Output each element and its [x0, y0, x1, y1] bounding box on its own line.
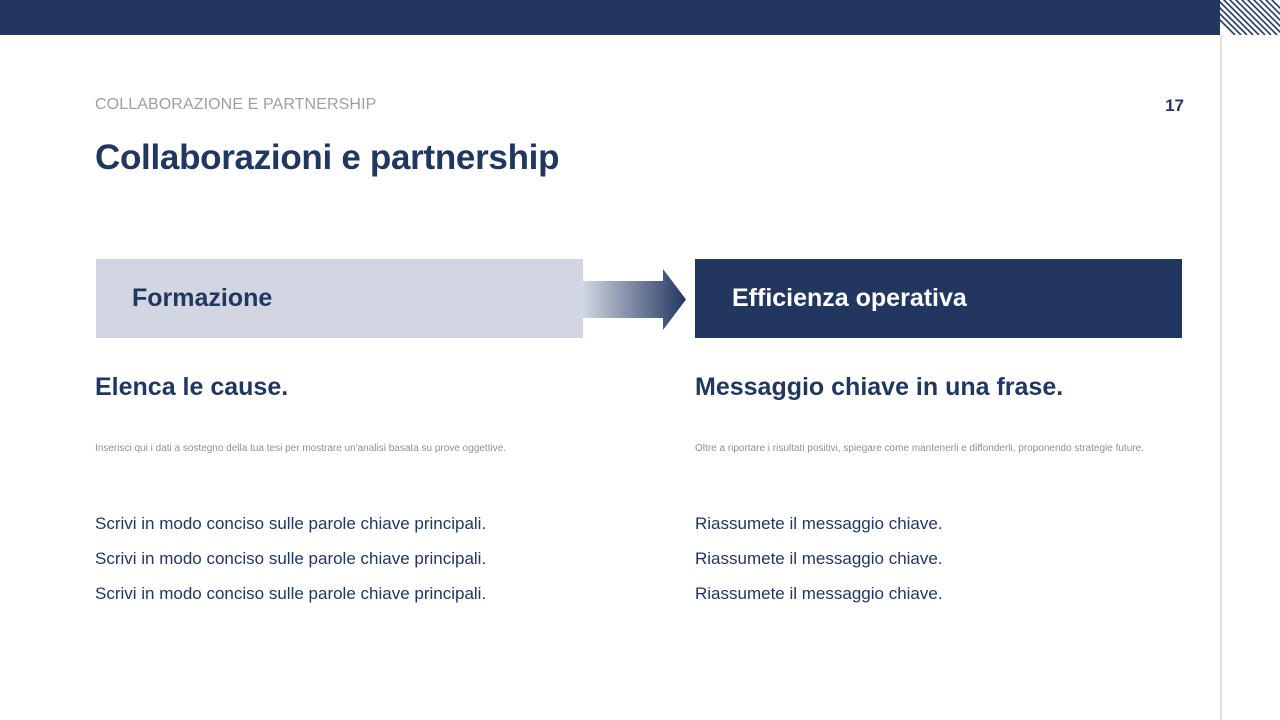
- gradient-arrow-icon: [583, 269, 686, 330]
- section-label: COLLABORAZIONE E PARTNERSHIP: [95, 96, 377, 113]
- result-box: Efficienza operativa: [695, 259, 1182, 338]
- left-heading: Elenca le cause.: [95, 373, 289, 401]
- right-item: Riassumete il messaggio chiave.: [695, 584, 943, 603]
- source-box-label: Formazione: [132, 284, 273, 312]
- top-banner: [0, 0, 1220, 35]
- left-item: Scrivi in modo conciso sulle parole chia…: [95, 584, 487, 603]
- right-margin-line: [1220, 35, 1222, 720]
- page-title: Collaborazioni e partnership: [95, 138, 560, 177]
- page-number: 17: [1165, 96, 1184, 115]
- result-box-label: Efficienza operativa: [732, 284, 967, 312]
- left-description: Inserisci qui i dati a sostegno della tu…: [95, 443, 507, 454]
- source-box: Formazione: [96, 259, 583, 338]
- left-item: Scrivi in modo conciso sulle parole chia…: [95, 549, 487, 568]
- right-heading: Messaggio chiave in una frase.: [695, 373, 1064, 401]
- right-item: Riassumete il messaggio chiave.: [695, 514, 943, 533]
- right-item: Riassumete il messaggio chiave.: [695, 549, 943, 568]
- right-description: Oltre a riportare i risultati positivi, …: [695, 443, 1144, 454]
- hatched-corner-decoration: [1220, 0, 1280, 35]
- left-item: Scrivi in modo conciso sulle parole chia…: [95, 514, 487, 533]
